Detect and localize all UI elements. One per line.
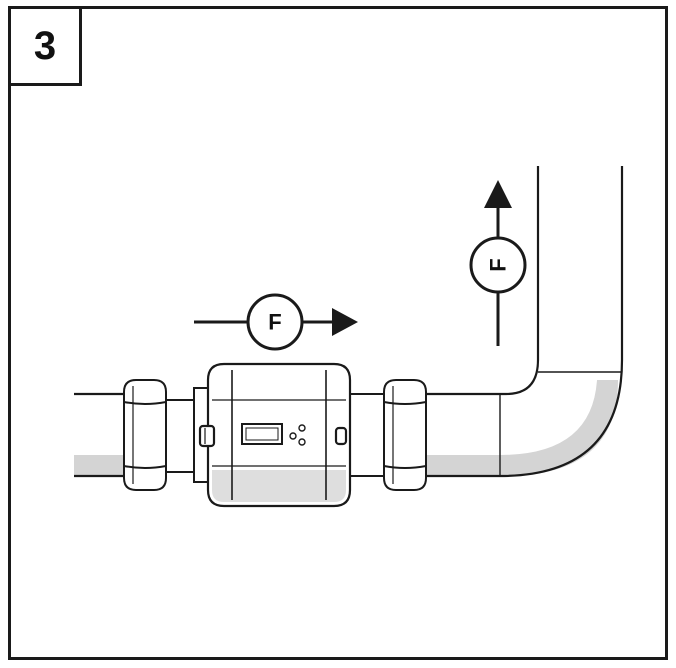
right-coupling-nut <box>347 379 427 491</box>
display-icon <box>241 423 283 445</box>
flow-arrow-up-icon <box>469 180 527 346</box>
left-coupling-nut <box>123 379 209 491</box>
panel-frame <box>8 6 668 660</box>
pipe <box>74 166 624 478</box>
step-number: 3 <box>33 24 57 68</box>
flow-label-vertical: F <box>486 258 511 271</box>
status-leds <box>289 424 306 446</box>
step-number-box: 3 <box>8 6 82 86</box>
flow-arrow-right-icon <box>194 293 358 351</box>
flow-label-horizontal: F <box>268 310 281 335</box>
